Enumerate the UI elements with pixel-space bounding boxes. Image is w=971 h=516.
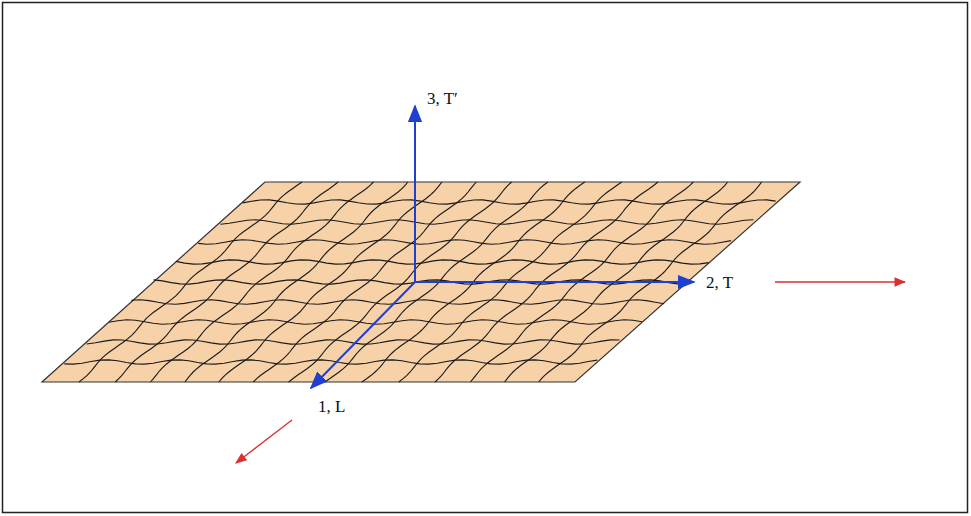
weave-line xyxy=(64,360,597,364)
weave-line xyxy=(220,220,753,224)
axis-label: 1, L xyxy=(318,398,345,415)
weave-line xyxy=(87,340,620,344)
axis-2 xyxy=(415,281,694,283)
axis-label: 2, T xyxy=(706,274,733,291)
axis-label: 3, T′ xyxy=(427,90,458,107)
weave-line xyxy=(219,182,442,382)
load-arrow-l xyxy=(236,420,292,463)
weave-line xyxy=(115,182,338,382)
weave-line xyxy=(151,182,374,382)
axis-3 xyxy=(414,106,416,282)
axis-1 xyxy=(311,282,415,388)
weave-lines xyxy=(64,182,775,382)
weave-line xyxy=(79,182,302,382)
weave-line xyxy=(176,260,709,264)
frame-border xyxy=(3,3,968,513)
weave-line xyxy=(198,240,731,244)
load-arrow-t xyxy=(775,281,905,282)
fabric-sheet xyxy=(42,182,800,382)
weave-line xyxy=(185,182,408,382)
weave-line xyxy=(243,200,776,204)
